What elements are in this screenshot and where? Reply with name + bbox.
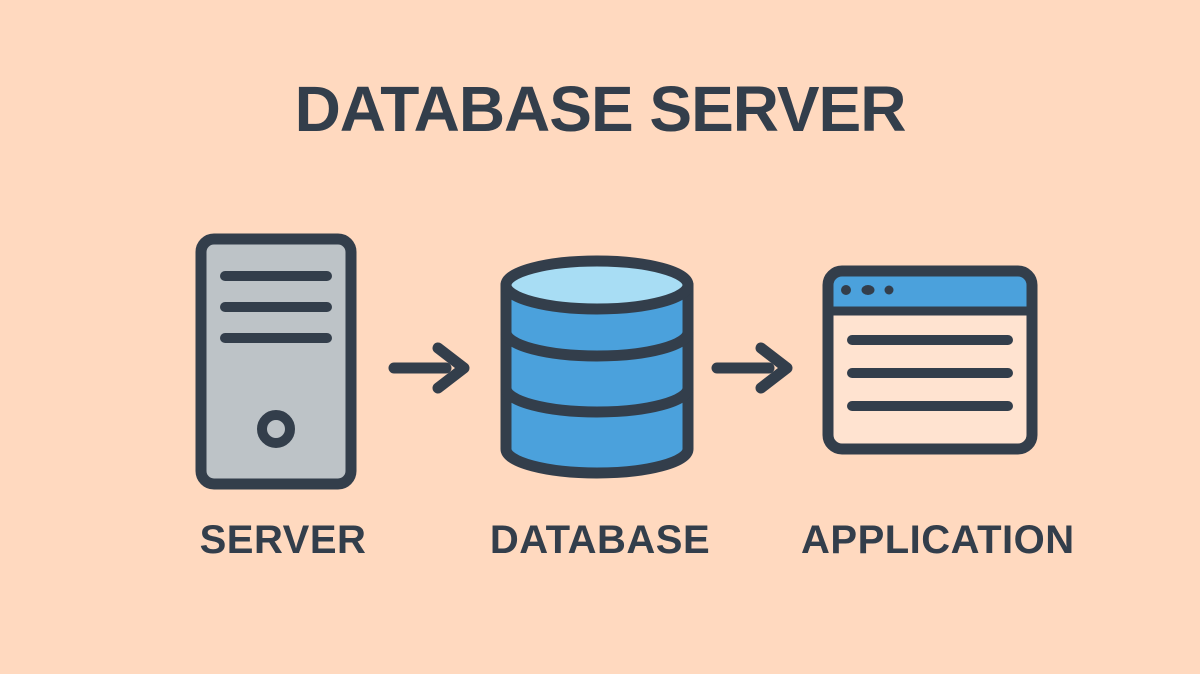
- arrow-head: [432, 342, 470, 394]
- window-frame: [822, 265, 1038, 455]
- arrow-head: [755, 342, 793, 394]
- node-label-application: APPLICATION: [801, 518, 1075, 562]
- titlebar-dot-icon: [884, 285, 894, 295]
- server-power-button: [257, 410, 295, 448]
- application-window-icon: [822, 265, 1038, 455]
- database-band: [500, 387, 694, 418]
- database-band: [500, 331, 694, 362]
- database-top: [500, 255, 694, 315]
- node-label-server: SERVER: [199, 518, 367, 562]
- arrow-right-icon: [388, 342, 470, 394]
- titlebar-dot-icon: [861, 285, 875, 295]
- server-case: [195, 233, 357, 490]
- database-cylinder-icon: [500, 255, 694, 479]
- database-body: [500, 279, 694, 479]
- window-titlebar: [828, 271, 1032, 311]
- page-title: DATABASE SERVER: [294, 73, 907, 145]
- arrow-right-icon: [711, 342, 793, 394]
- titlebar-dot-icon: [841, 285, 851, 295]
- node-label-database: DATABASE: [489, 518, 711, 562]
- server-tower-icon: [195, 233, 357, 490]
